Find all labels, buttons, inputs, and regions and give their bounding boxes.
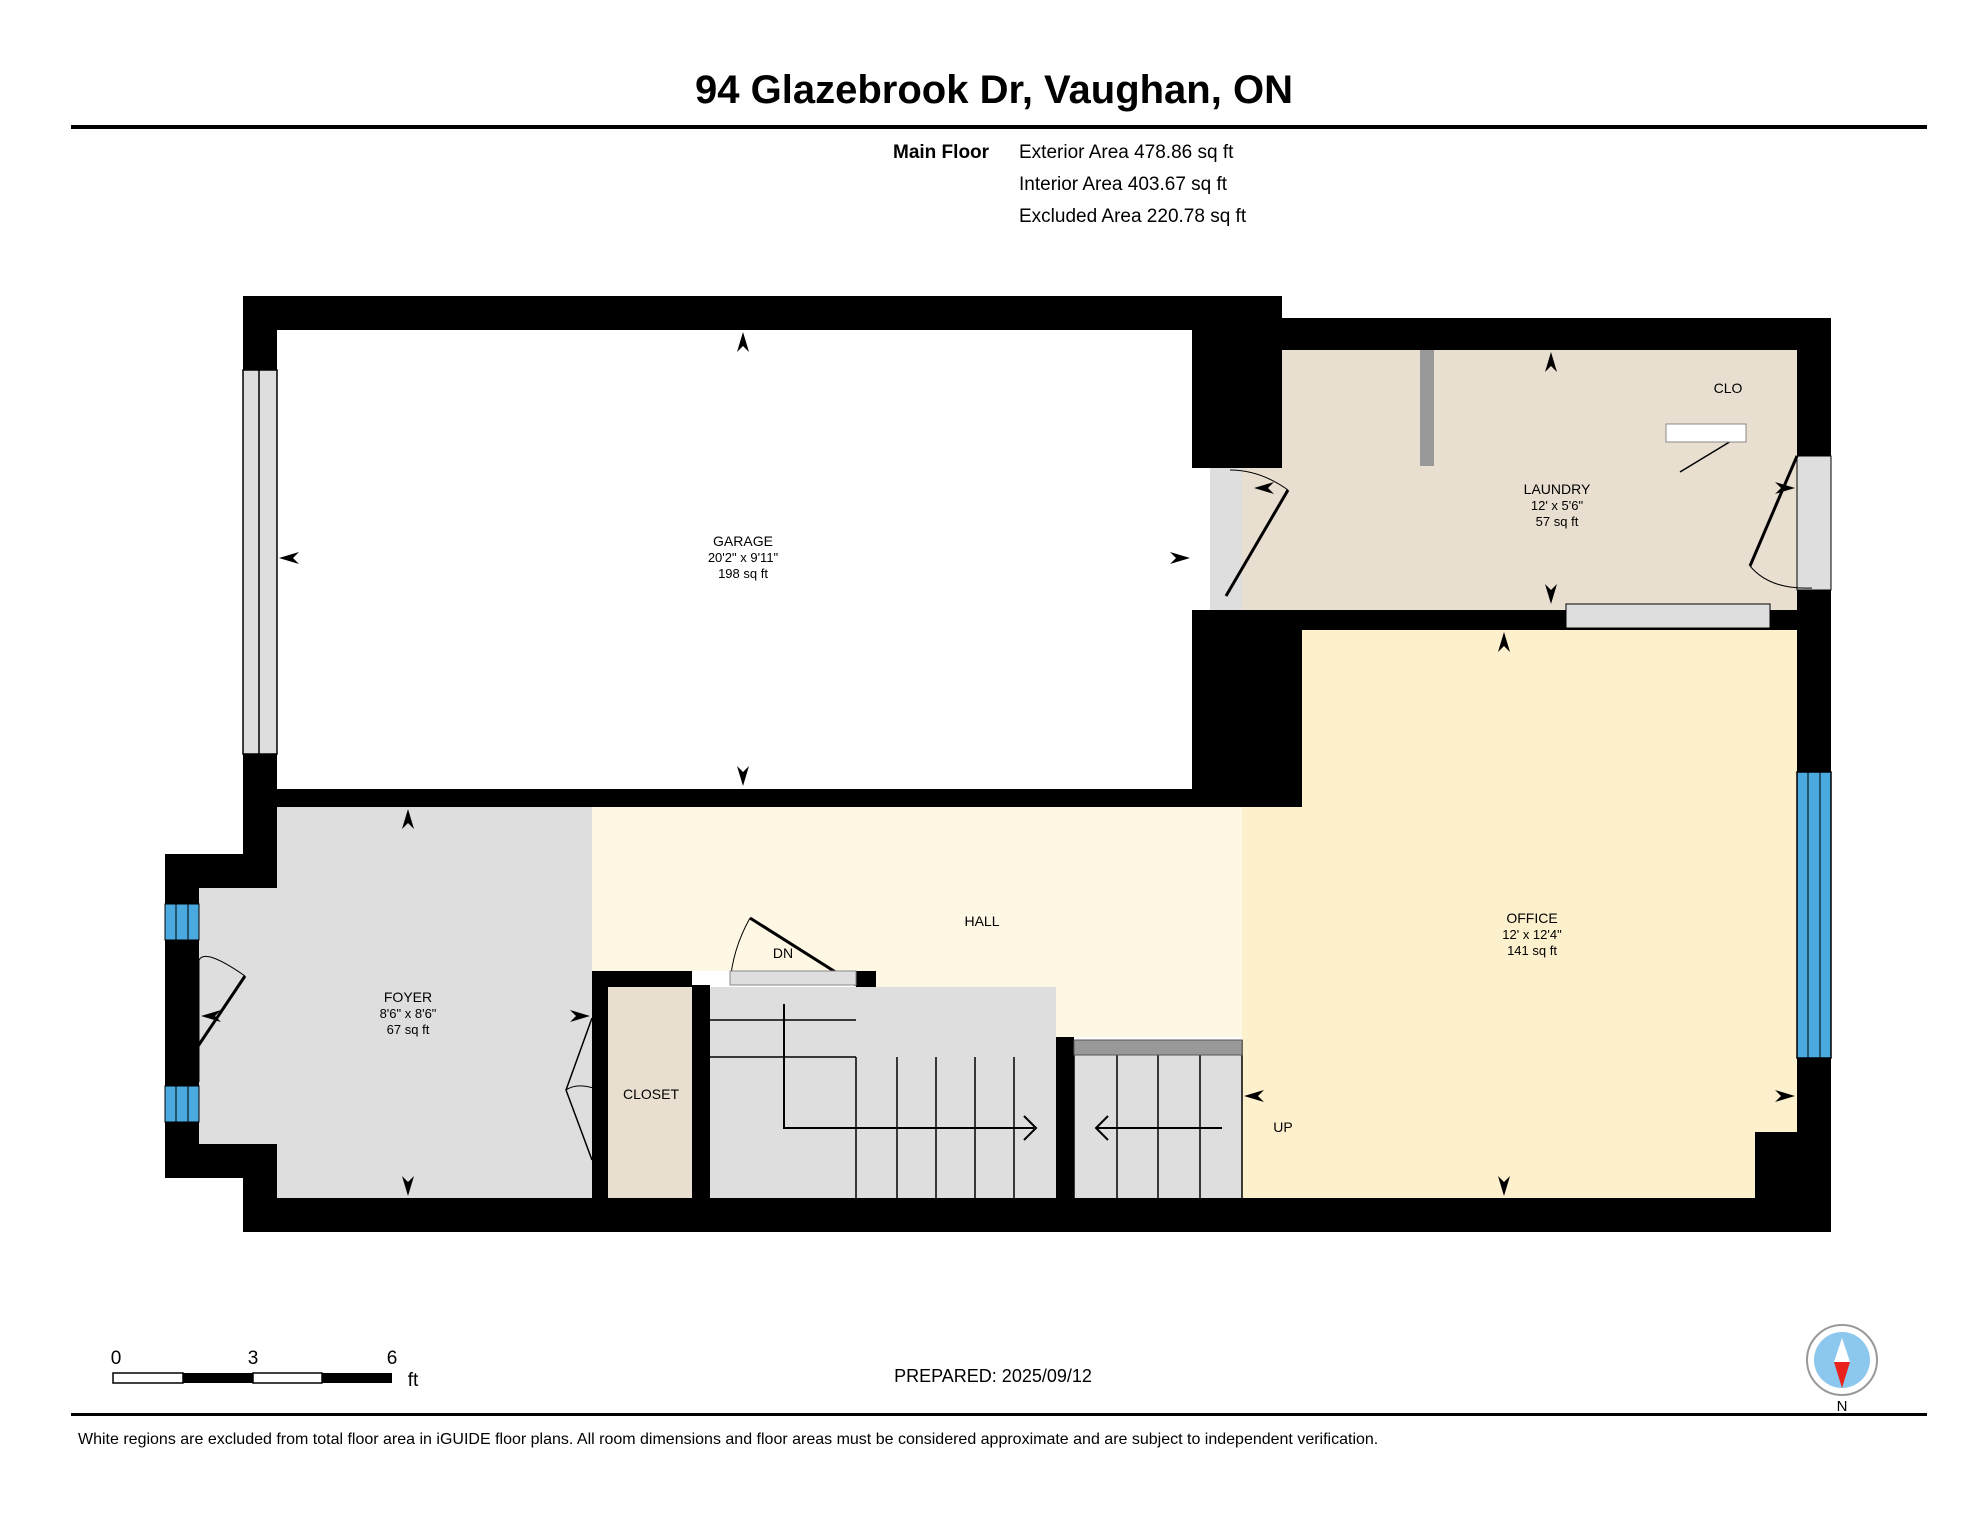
clo-name: CLO (1714, 380, 1743, 396)
laundry-name: LAUNDRY (1524, 481, 1591, 497)
stairs-down-label: DN (773, 945, 793, 961)
doors (172, 423, 1813, 1161)
dimension-arrows (201, 332, 1795, 1196)
foyer-window-top (164, 903, 200, 941)
foyer-area: 67 sq ft (387, 1022, 430, 1037)
garage-name: GARAGE (713, 533, 773, 549)
office-area: 141 sq ft (1507, 943, 1557, 958)
compass-north-label: N (1837, 1398, 1848, 1415)
laundry-office-opening (1565, 603, 1771, 629)
garage-fill (277, 330, 1192, 789)
prepared-date: PREPARED: 2025/09/12 (894, 1366, 1092, 1386)
excluded-area: Excluded Area 220.78 sq ft (1019, 206, 1247, 227)
foyer-dims: 8'6" x 8'6" (380, 1006, 437, 1021)
scale-unit: ft (408, 1370, 419, 1391)
room-fills (199, 330, 1797, 1198)
scale-tick-6: 6 (387, 1348, 398, 1369)
foyer-fill (277, 807, 592, 1198)
compass-icon: N (1806, 1324, 1878, 1415)
exterior-area: Exterior Area 478.86 sq ft (1019, 142, 1234, 163)
disclaimer-text: White regions are excluded from total fl… (78, 1431, 1379, 1448)
plan-title: 94 Glazebrook Dr, Vaughan, ON (695, 68, 1293, 112)
foyer-name: FOYER (384, 989, 432, 1005)
office-dims: 12' x 12'4" (1502, 927, 1562, 942)
closet-fill (608, 987, 692, 1198)
laundry-notch (1232, 350, 1282, 468)
hall-fill (592, 807, 1242, 971)
garage-laundry-opening (1210, 468, 1242, 610)
windows (164, 369, 1832, 1123)
footer-rule (71, 1413, 1927, 1416)
foyer-entry-fill (199, 888, 277, 1144)
closet-name: CLOSET (623, 1086, 679, 1102)
clo-fill (1663, 350, 1797, 424)
laundry-partition (1420, 350, 1434, 466)
laundry-right-opening (1796, 455, 1832, 591)
office-fill (1242, 630, 1797, 1198)
hall-name: HALL (964, 913, 999, 929)
scale-bar: 0 3 6 ft (111, 1348, 419, 1391)
interior-area: Interior Area 403.67 sq ft (1019, 174, 1228, 195)
scale-tick-0: 0 (111, 1348, 122, 1369)
stairs (710, 1004, 1243, 1198)
room-labels: GARAGE 20'2" x 9'11" 198 sq ft LAUNDRY 1… (380, 380, 1743, 1135)
foyer-window-bottom (164, 1085, 200, 1123)
garage-dims: 20'2" x 9'11" (708, 550, 779, 565)
garage-door-opening (242, 369, 278, 755)
office-window (1796, 771, 1832, 1059)
office-name: OFFICE (1506, 910, 1557, 926)
scale-tick-3: 3 (248, 1348, 259, 1369)
stairs-up-label: UP (1273, 1119, 1292, 1135)
stair-down-fill (710, 987, 1056, 1198)
garage-area: 198 sq ft (718, 566, 768, 581)
header-rule (71, 125, 1927, 129)
floor-name: Main Floor (893, 142, 990, 163)
laundry-dims: 12' x 5'6" (1531, 498, 1584, 513)
laundry-area: 57 sq ft (1536, 514, 1579, 529)
